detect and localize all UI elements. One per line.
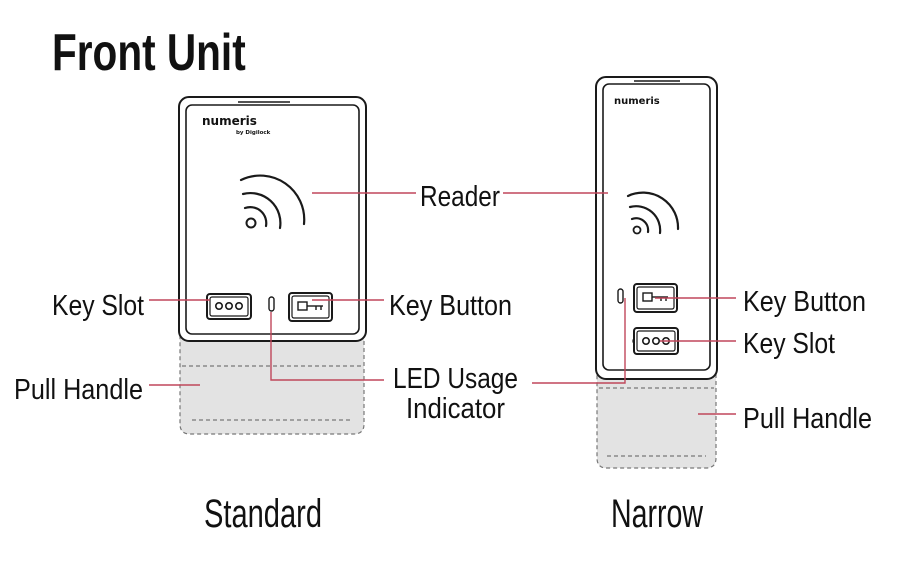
standard-brand-sub: by Digilock (236, 130, 271, 136)
label-led-line2: Indicator (406, 393, 505, 425)
caption-narrow: Narrow (611, 492, 703, 536)
caption-standard: Standard (204, 492, 322, 536)
standard-key-slot (206, 293, 252, 320)
standard-pull-handle (179, 335, 365, 435)
label-key-button-right: Key Button (743, 286, 866, 318)
standard-led-indicator (268, 296, 275, 312)
label-key-slot-right: Key Slot (743, 328, 835, 360)
label-pull-handle-right: Pull Handle (743, 403, 872, 435)
narrow-brand-logo: numeris (614, 96, 660, 107)
label-key-button-left: Key Button (389, 290, 512, 322)
label-pull-handle-left: Pull Handle (14, 374, 143, 406)
leader-led-standard (270, 312, 384, 381)
label-led-line1: LED Usage (393, 363, 518, 395)
standard-reader-icon (239, 174, 306, 230)
standard-key-button (288, 292, 333, 322)
standard-brand-logo: numeris (202, 114, 257, 128)
standard-unit: numeris by Digilock (178, 96, 367, 435)
label-key-slot-left: Key Slot (52, 290, 144, 322)
label-reader: Reader (420, 181, 500, 213)
narrow-pull-handle (596, 373, 717, 469)
leader-lines (149, 192, 736, 415)
diagram-title: Front Unit (52, 23, 246, 81)
narrow-led-indicator (617, 288, 624, 304)
narrow-unit: numeris (595, 76, 718, 469)
narrow-key-slot (632, 327, 679, 355)
leader-led-narrow (532, 298, 626, 384)
narrow-reader-icon (626, 191, 680, 235)
